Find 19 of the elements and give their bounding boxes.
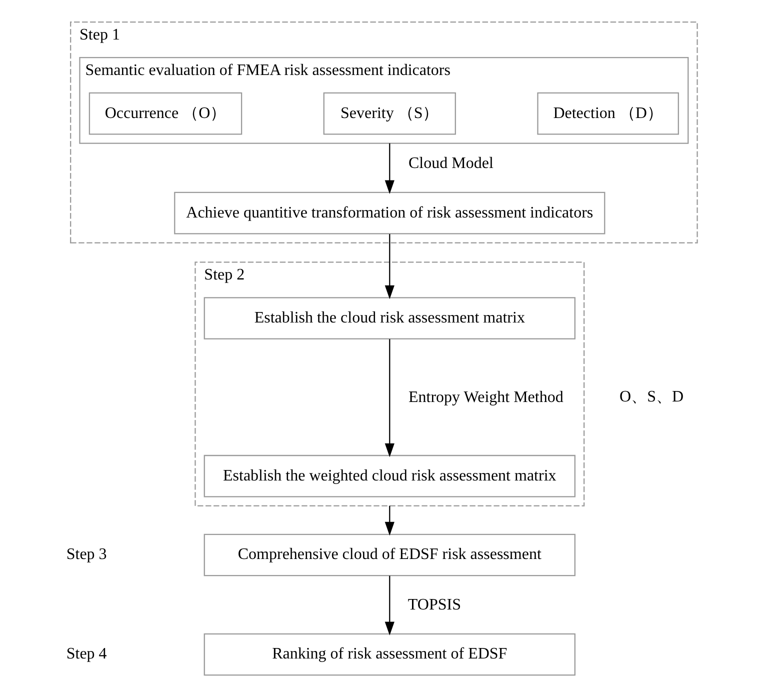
node-box: Establish the weighted cloud risk assessment matrix (204, 454, 576, 498)
node-box: Comprehensive cloud of EDSF risk assessment (204, 534, 576, 576)
arrow (384, 576, 394, 636)
label: Step 3 (66, 546, 107, 564)
node-box: Achieve quantitive transformation of risk assessment indicators (174, 192, 606, 234)
edge-label: TOPSIS (408, 596, 462, 614)
label: Step 4 (66, 646, 107, 663)
node-box: Severity （S） (323, 92, 456, 135)
arrow (384, 339, 394, 458)
edge-label: Cloud Model (408, 155, 494, 172)
edge-label: Entropy Weight Method (408, 388, 564, 406)
node-box: Detection （D） (537, 92, 679, 135)
node-box: Ranking of risk assessment of EDSF (204, 633, 576, 676)
arrow (384, 143, 394, 194)
arrow (384, 234, 394, 300)
node-box: Establish the cloud risk assessment matrix (204, 297, 576, 340)
arrow (384, 506, 394, 536)
label: O、S、D (620, 388, 684, 406)
node-box: Occurrence （O） (88, 92, 242, 135)
